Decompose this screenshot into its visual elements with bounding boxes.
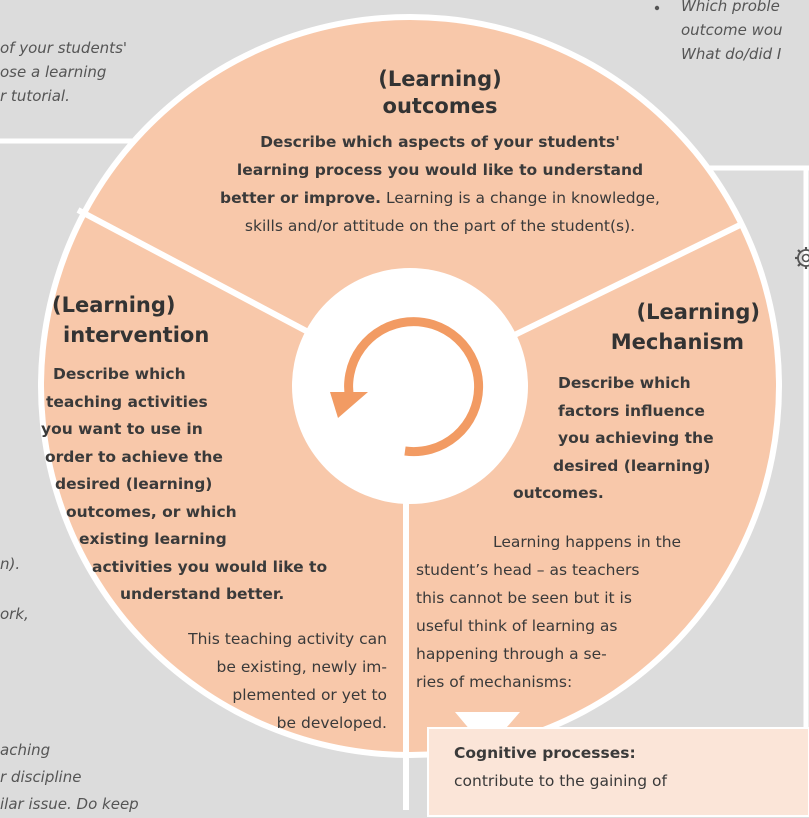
intervention-line: understand better. bbox=[120, 581, 400, 609]
cognitive-title: Cognitive processes: bbox=[454, 741, 636, 765]
mechanism-normal-description: Learning happens in the student’s head –… bbox=[416, 528, 746, 696]
note-line: ilar issue. Do keep bbox=[0, 791, 139, 818]
desc-normal: Learning is a change in knowledge, bbox=[381, 189, 660, 207]
intervention-line: you want to use in bbox=[41, 416, 400, 444]
intervention-title-line: intervention bbox=[63, 320, 209, 350]
desc-normal: skills and/or attitude on the part of th… bbox=[245, 217, 635, 235]
intervention-title-line: (Learning) bbox=[52, 290, 209, 320]
intervention-normal-line: be existing, newly im- bbox=[120, 653, 387, 681]
note-line: outcome wou bbox=[681, 18, 783, 42]
note-line: of your students' bbox=[0, 36, 127, 60]
mechanism-line: outcomes. bbox=[513, 480, 780, 508]
mechanism-line: factors influence bbox=[558, 398, 780, 426]
outcomes-title-line: outcomes bbox=[330, 93, 550, 120]
cognitive-text: contribute to the gaining of bbox=[454, 769, 667, 793]
desc-bold: better or improve. bbox=[220, 189, 381, 207]
intervention-line: order to achieve the bbox=[45, 444, 400, 472]
mechanism-title-line: Mechanism bbox=[560, 327, 744, 357]
note-line: r discipline bbox=[0, 764, 139, 791]
note-line: r tutorial. bbox=[0, 84, 127, 108]
outcomes-title-line: (Learning) bbox=[330, 66, 550, 93]
outcomes-title: (Learning) outcomes bbox=[330, 66, 550, 120]
mechanism-line: you achieving the bbox=[558, 425, 780, 453]
bullet-dot bbox=[655, 6, 659, 10]
desc-bold: learning process you would like to under… bbox=[237, 161, 643, 179]
intervention-line: activities you would like to bbox=[92, 554, 400, 582]
cognitive-processes-box: Cognitive processes: contribute to the g… bbox=[427, 727, 809, 817]
intervention-normal-line: be developed. bbox=[120, 709, 387, 737]
intervention-line: outcomes, or which bbox=[66, 499, 400, 527]
mechanism-title-line: (Learning) bbox=[560, 297, 760, 327]
desc-line: skills and/or attitude on the part of th… bbox=[100, 212, 780, 240]
mechanism-normal-line: happening through a se- bbox=[416, 640, 746, 668]
desc-line: Describe which aspects of your students' bbox=[100, 128, 780, 156]
mechanism-bold-description: Describe which factors influence you ach… bbox=[480, 370, 780, 508]
intervention-normal-description: This teaching activity can be existing, … bbox=[120, 625, 387, 737]
mechanism-title: (Learning) Mechanism bbox=[560, 297, 760, 357]
outcomes-description: Describe which aspects of your students'… bbox=[100, 128, 780, 240]
mechanism-normal-line: useful think of learning as bbox=[416, 612, 746, 640]
note-top-right: Which proble outcome wou What do/did I bbox=[681, 0, 783, 66]
desc-line: learning process you would like to under… bbox=[100, 156, 780, 184]
note-top-left: of your students' ose a learning r tutor… bbox=[0, 36, 127, 108]
intervention-title: (Learning) intervention bbox=[52, 290, 209, 350]
intervention-normal-line: plemented or yet to bbox=[120, 681, 387, 709]
note-line: What do/did I bbox=[681, 42, 783, 66]
mechanism-normal-line: student’s head – as teachers bbox=[416, 556, 746, 584]
intervention-line: existing learning bbox=[79, 526, 400, 554]
desc-bold: Describe which aspects of your students' bbox=[260, 133, 620, 151]
intervention-line: teaching activities bbox=[46, 389, 400, 417]
intervention-normal-line: This teaching activity can bbox=[120, 625, 387, 653]
note-bottom-left: aching r discipline ilar issue. Do keep bbox=[0, 737, 139, 818]
mechanism-normal-line: ries of mechanisms: bbox=[416, 668, 746, 696]
desc-line: better or improve. Learning is a change … bbox=[100, 184, 780, 212]
note-line: ose a learning bbox=[0, 60, 127, 84]
mechanism-line: desired (learning) bbox=[553, 453, 780, 481]
mechanism-normal-line: this cannot be seen but it is bbox=[416, 584, 746, 612]
intervention-line: Describe which bbox=[53, 361, 400, 389]
intervention-line: desired (learning) bbox=[55, 471, 400, 499]
intervention-bold-description: Describe which teaching activities you w… bbox=[0, 361, 400, 609]
note-line: aching bbox=[0, 737, 139, 764]
note-line: Which proble bbox=[681, 0, 783, 18]
mechanism-line: Describe which bbox=[558, 370, 780, 398]
mechanism-normal-line: Learning happens in the bbox=[493, 528, 746, 556]
